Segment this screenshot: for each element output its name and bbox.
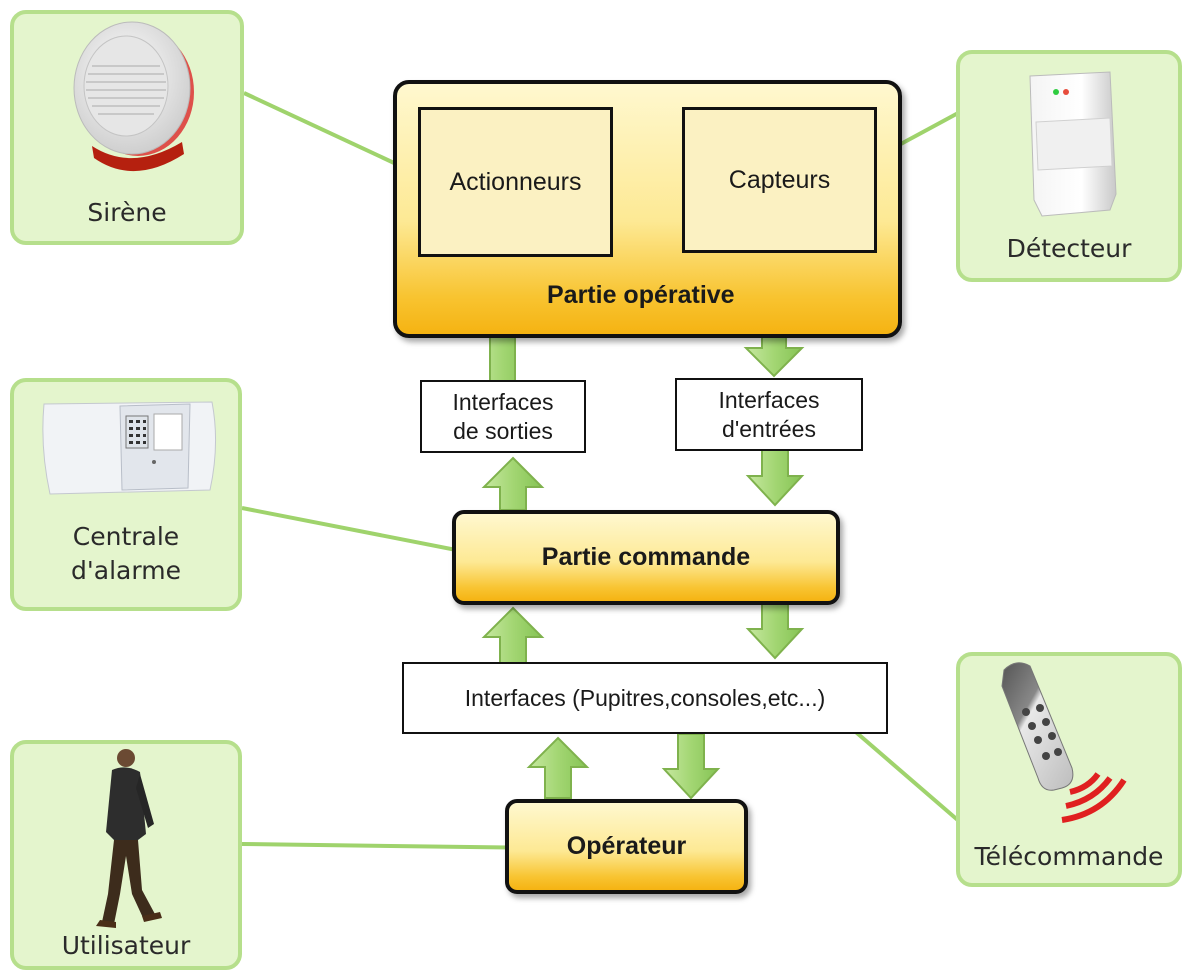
device-label-sirene: Sirène [87,198,167,227]
interfaces-pupitres-box: Interfaces (Pupitres,consoles,etc...) [402,662,888,734]
device-label-detecteur: Détecteur [1006,234,1132,263]
operateur-title: Opérateur [566,832,687,860]
device-label-centrale-line1: Centrale [72,522,180,551]
partie-operative-title: Partie opérative [547,281,735,309]
actionneurs-box: Actionneurs [418,107,613,257]
interfaces-pupitres-label: Interfaces (Pupitres,consoles,etc...) [464,684,826,711]
interfaces-sorties-line1: Interfaces [452,388,554,415]
partie-commande-title: Partie commande [541,543,751,571]
device-card-centrale: Centrale d'alarme [10,378,242,611]
device-label-centrale-line2: d'alarme [71,556,181,585]
device-card-utilisateur: Utilisateur [10,740,242,970]
alarm-panel-icon [42,401,217,495]
interfaces-entrees-line1: Interfaces [718,386,820,413]
actionneurs-label: Actionneurs [449,167,582,196]
person-icon [96,749,162,928]
capteurs-label: Capteurs [728,165,831,194]
device-card-sirene: Sirène [10,10,244,245]
interfaces-entrees-box: Interfaces d'entrées [675,378,863,451]
partie-commande-block: Partie commande [452,510,840,605]
operateur-block: Opérateur [505,799,748,894]
line-telecommande-interfaces [848,725,962,824]
device-label-utilisateur: Utilisateur [61,931,191,960]
line-utilisateur-operateur [241,842,546,850]
remote-control-icon [1001,662,1127,823]
arrow-down-to-operateur [661,733,721,800]
line-centrale-commande [241,506,493,559]
device-label-telecommande: Télécommande [974,842,1164,871]
interfaces-entrees-line2: d'entrées [722,415,816,442]
interfaces-sorties-line2: de sorties [453,417,553,444]
siren-icon [73,21,194,172]
interfaces-sorties-box: Interfaces de sorties [420,380,586,453]
arrow-down-to-commande [745,449,805,507]
device-card-detecteur: Détecteur [956,50,1182,282]
motion-detector-icon [1029,71,1117,217]
partie-operative-block: Actionneurs Capteurs Partie opérative [393,80,902,338]
arrow-up-from-operateur [526,736,590,799]
arrow-down-to-pupitres [745,603,805,660]
capteurs-box: Capteurs [682,107,877,253]
arrow-up-to-commande [481,606,545,664]
arrow-up-to-sorties [481,456,545,511]
device-card-telecommande: Télécommande [956,652,1182,887]
